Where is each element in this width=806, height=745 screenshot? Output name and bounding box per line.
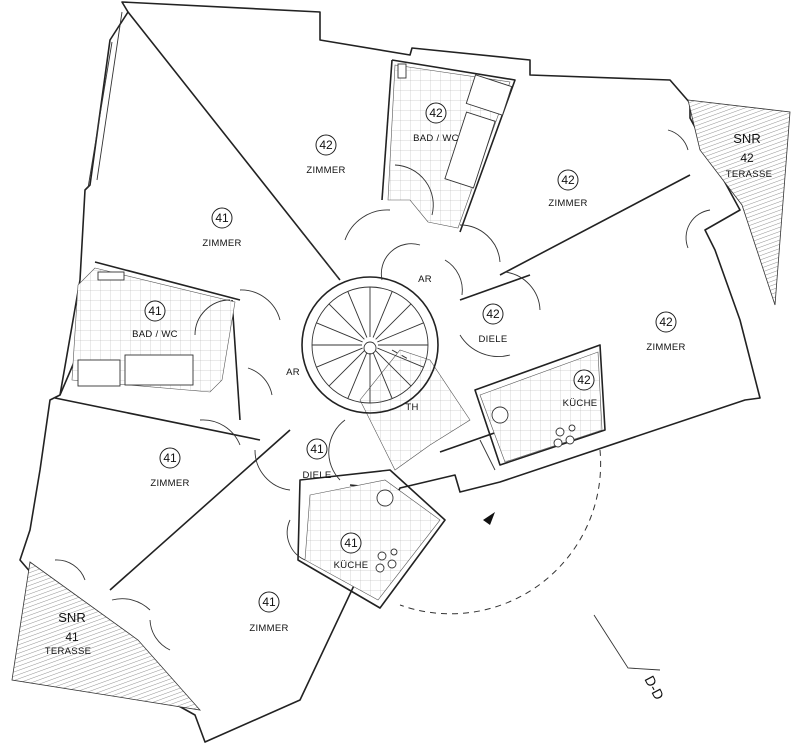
unit-number: 41 (310, 442, 324, 456)
room-name: ZIMMER (202, 238, 241, 249)
kitchen-42-tiles (479, 351, 603, 463)
room-name: ZIMMER (249, 623, 288, 634)
stair-tread (375, 350, 412, 387)
terrace-unit: 42 (740, 151, 754, 165)
stair-tread (316, 347, 363, 368)
room-name: ZIMMER (646, 342, 685, 353)
dashed-arc (299, 229, 602, 615)
stair-tread (316, 322, 363, 343)
interior-walls (54, 11, 691, 609)
stair-tread (372, 291, 393, 338)
doors (54, 129, 711, 651)
terrace-unit: 41 (65, 630, 79, 644)
room-name: BAD / WC (413, 133, 459, 144)
section-marker-label: D-D (642, 673, 668, 702)
stair-tread (347, 291, 368, 338)
stair-tread (377, 347, 424, 368)
ar-right-label: AR (418, 274, 432, 285)
room-zimmer-42-top: 42 ZIMMER (306, 134, 345, 176)
room-bad-42: 42 BAD / WC (413, 102, 459, 144)
unit-number: 42 (486, 307, 500, 321)
exterior-walls (19, 1, 761, 743)
terrace-title: SNR (58, 610, 85, 625)
unit-number: 42 (577, 373, 591, 387)
room-name: ZIMMER (306, 165, 345, 176)
stair-landing-tiles (359, 349, 471, 471)
unit-number: 41 (215, 211, 229, 225)
unit-number: 41 (262, 595, 276, 609)
ar-left-label: AR (286, 367, 300, 378)
room-kueche-42: 42 KÜCHE (563, 369, 598, 409)
stair-tread (347, 352, 368, 399)
terrace-label: TERASSE (45, 646, 91, 657)
unit-number: 42 (659, 315, 673, 329)
bathroom-42-tiles (387, 63, 513, 229)
kitchen-41-tiles (304, 479, 441, 601)
terrace-41-labels: SNR 41 TERASSE (45, 610, 91, 657)
stair-tread (372, 352, 393, 399)
stair-tread (328, 350, 365, 387)
unit-number: 42 (429, 106, 443, 120)
terrace-title: SNR (733, 131, 760, 146)
room-zimmer-42-east: 42 ZIMMER (646, 311, 685, 353)
room-bad-41: 41 BAD / WC (132, 300, 178, 340)
stair-label: TH (405, 402, 418, 413)
stair-tread (328, 303, 365, 340)
section-marker: D-D (483, 512, 667, 702)
terrace-42-labels: SNR 42 TERASSE (726, 131, 772, 180)
room-kueche-41: 41 KÜCHE (334, 532, 369, 571)
room-zimmer-41-left: 41 ZIMMER (150, 447, 189, 489)
terrace-42-area (687, 99, 791, 306)
room-name: DIELE (303, 470, 332, 481)
terrace-label: TERASSE (726, 169, 772, 180)
stair-tread (377, 322, 424, 343)
terrace-41-area (11, 561, 202, 711)
unit-number: 42 (319, 138, 333, 152)
unit-number: 41 (148, 304, 162, 318)
room-name: KÜCHE (334, 560, 369, 571)
room-diele-41: 41 DIELE (303, 438, 332, 481)
unit-number: 41 (163, 451, 177, 465)
room-zimmer-41-top: 41 ZIMMER (202, 207, 241, 249)
unit-number: 41 (344, 536, 358, 550)
room-zimmer-42-right: 42 ZIMMER (548, 169, 587, 209)
room-name: ZIMMER (150, 478, 189, 489)
room-zimmer-41-bottom: 41 ZIMMER (249, 591, 288, 634)
room-name: DIELE (479, 334, 508, 345)
stair-tread (375, 303, 412, 340)
room-labels: 41 ZIMMER 42 ZIMMER 42 BAD / WC 42 ZIMME… (132, 102, 685, 634)
room-name: ZIMMER (548, 198, 587, 209)
room-name: BAD / WC (132, 329, 178, 340)
unit-number: 42 (561, 173, 575, 187)
room-name: KÜCHE (563, 398, 598, 409)
spiral-staircase (301, 276, 439, 414)
bathroom-41-tiles (71, 267, 236, 393)
room-diele-42: 42 DIELE (479, 303, 508, 345)
